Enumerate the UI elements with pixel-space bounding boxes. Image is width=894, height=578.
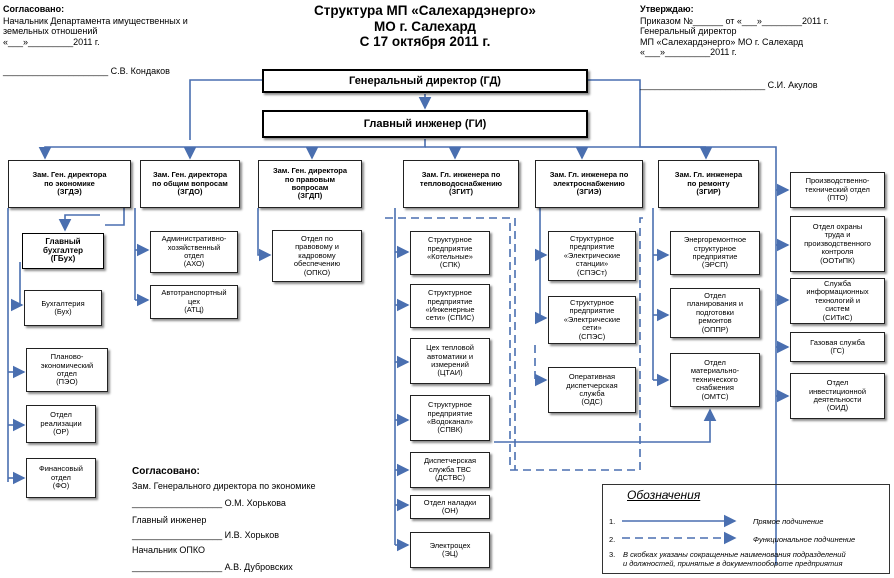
right-approval-sign: _________________________ С.И. Акулов	[640, 80, 818, 90]
deputy-repair-box: Зам. Гл. инженера по ремонту (ЗГИР)	[658, 160, 759, 208]
approval-sign-2: __________________ И.В. Хорьков	[132, 530, 279, 540]
legend-direct-label: Прямое подчинение	[753, 517, 824, 526]
engineering-networks-box: Структурное предприятие «Инженерные сети…	[410, 284, 490, 328]
deputy-heat-box: Зам. Гл. инженера по тепловодоснабжению …	[403, 160, 519, 208]
planning-economic-dept-box: Планово- экономический отдел (ПЭО)	[26, 348, 108, 392]
approval-line-1: Зам. Генерального директора по экономике	[132, 481, 316, 491]
boiler-houses-box: Структурное предприятие «Котельные» (СПК…	[410, 231, 490, 275]
gas-service-box: Газовая служба (ГС)	[790, 332, 885, 362]
legend-functional-label: Функциональное подчинение	[753, 535, 856, 544]
it-service-box: Служба информационных технологий и систе…	[790, 278, 885, 324]
left-approval-title: Согласовано:	[3, 4, 65, 14]
approval-line-2: Главный инженер	[132, 515, 207, 525]
material-supply-dept-box: Отдел материально- технического снабжени…	[670, 353, 760, 407]
approval-line-3: Начальник ОПКО	[132, 545, 205, 555]
left-approval-sign: _____________________ С.В. Кондаков	[3, 66, 170, 76]
deputy-general-box: Зам. Ген. директора по общим вопросам (З…	[140, 160, 240, 208]
legend-title: Обозначения	[627, 488, 701, 502]
legend-num-1: 1.	[609, 517, 616, 526]
bottom-approval-title: Согласовано:	[132, 466, 200, 477]
repair-planning-dept-box: Отдел планирования и подготовки ремонтов…	[670, 288, 760, 338]
approval-sign-1: __________________ О.М. Хорькова	[132, 498, 286, 508]
deputy-legal-box: Зам. Ген. директора по правовым вопросам…	[258, 160, 362, 208]
left-approval-lines: Начальник Департамента имущественных и з…	[3, 16, 188, 47]
legal-hr-dept-box: Отдел по правовому и кадровому обеспечен…	[272, 230, 362, 282]
approval-sign-3: __________________ А.В. Дубровских	[132, 562, 293, 572]
legend-num-3: 3.	[609, 550, 616, 559]
energy-repair-enterprise-box: Энергоремонтное структурное предприятие …	[670, 231, 760, 275]
thermal-automation-shop-box: Цех тепловой автоматики и измерений (ЦТА…	[410, 338, 490, 384]
deputy-electric-box: Зам. Гл. инженера по электроснабжению (З…	[535, 160, 643, 208]
investment-dept-box: Отдел инвестиционной деятельности (ОИД)	[790, 373, 885, 419]
legend-num-2: 2.	[609, 535, 616, 544]
legend-note: В скобках указаны сокращенные наименован…	[623, 550, 846, 569]
right-approval-lines: Приказом №______ от «___»________2011 г.…	[640, 16, 829, 58]
general-director-box: Генеральный директор (ГД)	[262, 69, 588, 93]
sales-dept-box: Отдел реализации (ОР)	[26, 405, 96, 443]
admin-household-dept-box: Административно- хозяйственный отдел (АХ…	[150, 231, 238, 273]
power-networks-box: Структурное предприятие «Электрические с…	[548, 296, 636, 344]
heat-water-dispatch-box: Диспетчерская служба ТВС (ДСТВС)	[410, 452, 490, 488]
accounting-box: Бухгалтерия (Бух)	[24, 290, 102, 326]
power-stations-box: Структурное предприятие «Электрические с…	[548, 231, 636, 281]
operational-dispatch-box: Оперативная диспетчерская служба (ОДС)	[548, 367, 636, 413]
finance-dept-box: Финансовый отдел (ФО)	[26, 458, 96, 498]
water-utility-box: Структурное предприятие «Водоканал» (СПВ…	[410, 395, 490, 441]
page-title: Структура МП «Салехардэнерго» МО г. Сале…	[314, 3, 536, 50]
motor-transport-shop-box: Автотранспортный цех (АТЦ)	[150, 285, 238, 319]
production-technical-dept-box: Производственно- технический отдел (ПТО)	[790, 172, 885, 208]
electrical-shop-box: Электроцех (ЭЦ)	[410, 532, 490, 568]
chief-accountant-box: Главный бухгалтер (ГБух)	[22, 233, 104, 269]
legend-box: Обозначения 1. Прямое подчинение 2. Функ…	[602, 484, 890, 574]
commissioning-dept-box: Отдел наладки (ОН)	[410, 495, 490, 519]
right-approval-title: Утверждаю:	[640, 4, 694, 14]
chief-engineer-box: Главный инженер (ГИ)	[262, 110, 588, 138]
deputy-economics-box: Зам. Ген. директора по экономике (ЗГДЭ)	[8, 160, 131, 208]
labor-safety-dept-box: Отдел охраны труда и производственного к…	[790, 216, 885, 272]
